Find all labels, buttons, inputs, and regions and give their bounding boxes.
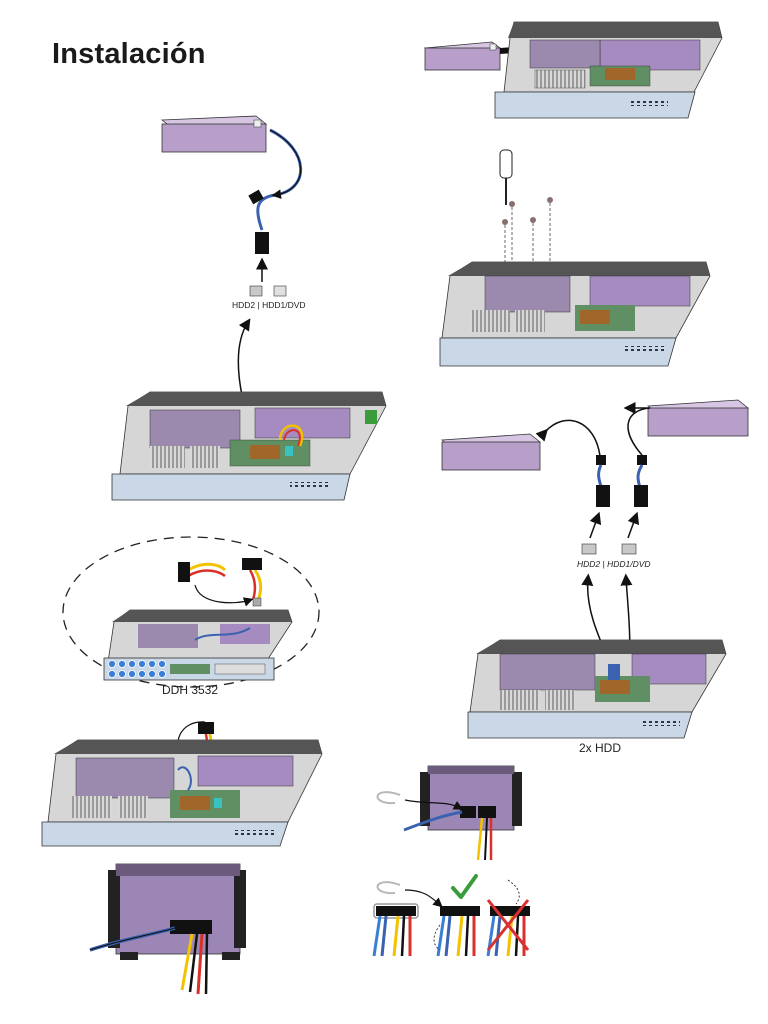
connector-label-left: HDD2 | HDD1/DVD <box>232 300 306 310</box>
hdd-drive-top <box>160 115 268 153</box>
step-insert-hdd <box>423 21 723 119</box>
page-title: Instalación <box>52 38 206 70</box>
step-screws <box>439 149 711 367</box>
step-power-connect <box>41 721 323 847</box>
dual-hdd-caption: 2x HDD <box>579 741 622 755</box>
dvr-chassis <box>494 21 723 119</box>
hdd-closeup-right <box>376 765 522 861</box>
model-caption: DDH 3532 <box>162 683 219 697</box>
dvr-chassis-left <box>111 391 387 501</box>
step-power-cable-detail <box>62 536 320 688</box>
cross-icon <box>486 899 530 951</box>
step-connect-two-hdd <box>440 399 750 739</box>
hdd-drive-a <box>440 433 542 471</box>
screwdriver-icon <box>499 149 513 205</box>
connector-correct-wrong <box>372 874 530 957</box>
hdd-drive-b <box>646 399 750 437</box>
check-icon <box>451 874 478 899</box>
hdd-closeup-left <box>89 863 246 995</box>
step-connect-sata-single <box>160 115 303 441</box>
hdd-drive <box>423 41 502 71</box>
connector-label-right: HDD2 | HDD1/DVD <box>577 559 651 569</box>
